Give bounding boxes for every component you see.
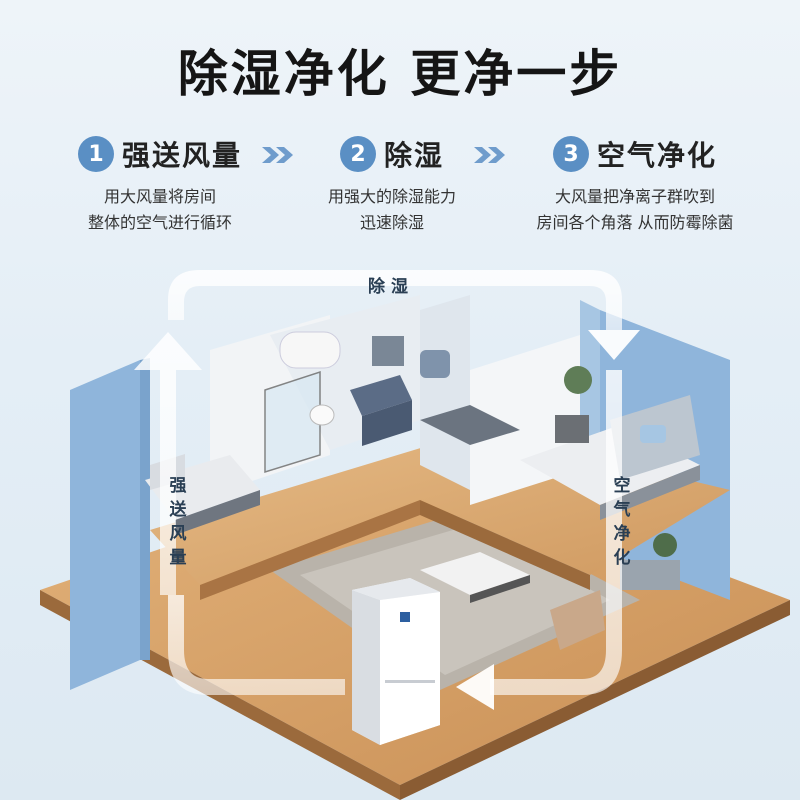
sofa: [620, 560, 680, 590]
feature-strong-airflow: 1 强送风量 用大风量将房间 整体的空气进行循环: [40, 134, 280, 236]
feature-description: 用强大的除湿能力 迅速除湿: [327, 187, 456, 232]
right-down-arrow: [588, 330, 640, 360]
coffee-table: [420, 552, 530, 595]
feature-dehumidify: 2 除湿 用强大的除湿能力 迅速除湿: [292, 134, 492, 236]
feature-title: 除湿: [383, 139, 444, 172]
feature-title: 强送风量: [121, 139, 242, 172]
nightstand: [555, 415, 589, 443]
right-airflow-arrow: [490, 370, 622, 695]
step-number-3: 3: [552, 136, 589, 172]
feature-description: 大风量把净离子群吹到 房间各个角落 从而防霉除菌: [536, 187, 734, 232]
sink-cabinet: [350, 375, 412, 416]
toilet: [309, 404, 335, 426]
headline: 除湿净化 更净一步: [177, 45, 623, 103]
feature-title: 空气净化: [596, 139, 717, 172]
bottom-airflow-arrow: [456, 664, 494, 710]
step-number-2: 2: [339, 136, 376, 172]
feature-air-purification: 3 空气净化 大风量把净离子群吹到 房间各个角落 从而防霉除菌: [500, 134, 770, 236]
glass-shower: [264, 370, 321, 474]
water-heater: [279, 331, 341, 369]
left-airflow-arrow: [134, 332, 202, 595]
step-number-1: 1: [77, 136, 114, 172]
double-chevron-icon: [474, 147, 505, 163]
living-armchair: [550, 590, 605, 650]
left-outer-wall: [70, 360, 140, 690]
diagram-label-dehumidify: 除湿: [368, 277, 414, 297]
diagram-label-strong-airflow: 强送风量: [169, 476, 187, 568]
potted-plant: [564, 366, 592, 394]
diagram-label-air-purification: 空气净化: [613, 476, 631, 568]
study-armchair: [420, 350, 450, 378]
top-airflow-arrow: [168, 270, 622, 330]
bottom-left-return: [168, 595, 345, 695]
feature-description: 用大风量将房间 整体的空气进行循环: [87, 187, 232, 232]
double-chevron-icon: [262, 147, 293, 163]
house-cutaway-illustration: [40, 270, 790, 800]
